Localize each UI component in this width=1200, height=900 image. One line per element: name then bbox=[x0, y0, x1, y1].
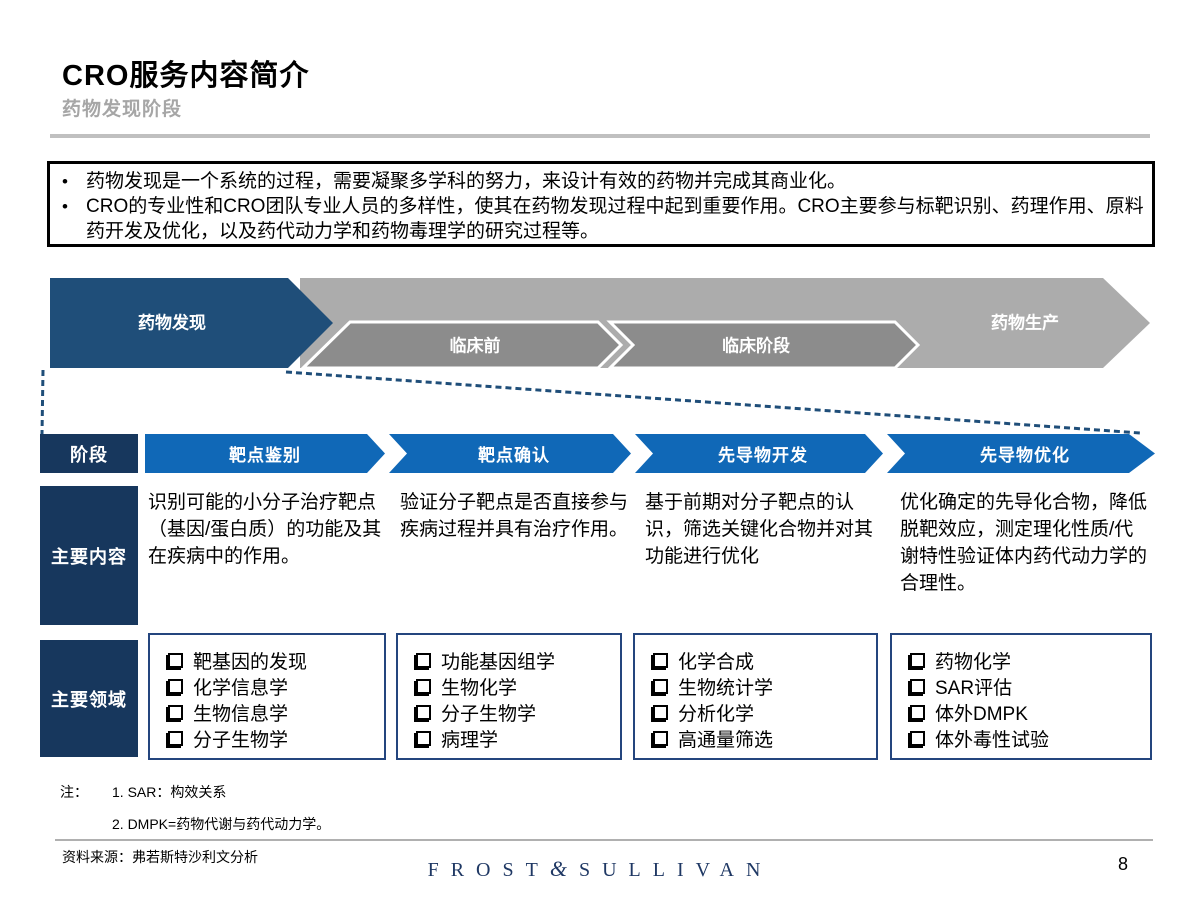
logo-ampersand-icon: & bbox=[549, 856, 579, 881]
row-header-content: 主要内容 bbox=[40, 486, 138, 625]
domain-item: SAR评估 bbox=[908, 673, 1150, 699]
logo-text-frost: FROST bbox=[427, 859, 550, 881]
checkbox-icon bbox=[653, 678, 668, 694]
process-flow-diagram: 药物发现 临床前 临床阶段 药物生产 bbox=[40, 278, 1150, 435]
flow-label-preclinical: 临床前 bbox=[450, 336, 501, 356]
intro-bullet: • 药物发现是一个系统的过程，需要凝聚多学科的努力，来设计有效的药物并完成其商业… bbox=[62, 169, 1144, 194]
domain-item-label: 靶基因的发现 bbox=[193, 651, 308, 673]
intro-text-box: • 药物发现是一个系统的过程，需要凝聚多学科的努力，来设计有效的药物并完成其商业… bbox=[47, 161, 1155, 247]
note-item: 1. SAR：构效关系 bbox=[112, 784, 227, 800]
checkbox-icon bbox=[416, 704, 431, 720]
domain-item-label: 病理学 bbox=[441, 729, 499, 751]
intro-bullet: • CRO的专业性和CRO团队专业人员的多样性，使其在药物发现过程中起到重要作用… bbox=[62, 194, 1144, 244]
page-title: CRO服务内容简介 bbox=[62, 60, 310, 92]
domain-item-label: 体外毒性试验 bbox=[935, 729, 1050, 751]
content-cell: 验证分子靶点是否直接参与疾病过程并具有治疗作用。 bbox=[400, 492, 629, 540]
checkbox-icon bbox=[168, 678, 183, 694]
domain-item: 靶基因的发现 bbox=[166, 647, 384, 673]
intro-bullet-text: CRO的专业性和CRO团队专业人员的多样性，使其在药物发现过程中起到重要作用。C… bbox=[86, 196, 1144, 242]
domain-item: 体外DMPK bbox=[908, 699, 1150, 725]
flow-label-drug-production: 药物生产 bbox=[991, 313, 1059, 333]
domain-item-label: 分子生物学 bbox=[441, 703, 537, 725]
domain-item: 化学合成 bbox=[651, 647, 876, 673]
domain-item: 功能基因组学 bbox=[414, 647, 620, 673]
row-header-domain: 主要领域 bbox=[40, 640, 138, 757]
checkbox-icon bbox=[653, 652, 668, 668]
checkbox-icon bbox=[416, 678, 431, 694]
domain-item-label: 生物化学 bbox=[441, 677, 518, 699]
stage-arrow-target-identification: 靶点鉴别 bbox=[145, 434, 385, 473]
domain-item-label: 生物统计学 bbox=[678, 677, 774, 699]
checkbox-icon bbox=[653, 704, 668, 720]
domain-item: 分析化学 bbox=[651, 699, 876, 725]
checkbox-icon bbox=[910, 704, 925, 720]
checkbox-icon bbox=[168, 652, 183, 668]
flow-arrow-drug-discovery bbox=[50, 278, 333, 368]
checkbox-icon bbox=[168, 704, 183, 720]
checkbox-icon bbox=[910, 652, 925, 668]
logo-text-sullivan: SULLIVAN bbox=[578, 859, 773, 881]
domain-item: 生物信息学 bbox=[166, 699, 384, 725]
checkbox-icon bbox=[416, 652, 431, 668]
domain-box: 化学合成 生物统计学 分析化学 高通量筛选 bbox=[633, 633, 878, 760]
row-header-stage: 阶段 bbox=[40, 434, 138, 473]
domain-item: 高通量筛选 bbox=[651, 725, 876, 751]
frost-sullivan-logo: FROST&SULLIVAN bbox=[0, 856, 1200, 882]
bullet-icon: • bbox=[62, 197, 68, 216]
domain-item: 药物化学 bbox=[908, 647, 1150, 673]
domain-item-label: 分子生物学 bbox=[193, 729, 289, 751]
checkbox-icon bbox=[168, 730, 183, 746]
checkbox-icon bbox=[653, 730, 668, 746]
domain-item-label: SAR评估 bbox=[935, 677, 1013, 699]
domain-item-label: 化学合成 bbox=[678, 651, 755, 673]
flow-arrow-clinical bbox=[606, 320, 921, 370]
intro-bullet-text: 药物发现是一个系统的过程，需要凝聚多学科的努力，来设计有效的药物并完成其商业化。 bbox=[86, 171, 847, 192]
domain-item: 分子生物学 bbox=[414, 699, 620, 725]
checkbox-icon bbox=[416, 730, 431, 746]
domain-item-label: 高通量筛选 bbox=[678, 729, 774, 751]
domain-item: 化学信息学 bbox=[166, 673, 384, 699]
domain-item-label: 化学信息学 bbox=[193, 677, 289, 699]
bullet-icon: • bbox=[62, 172, 68, 191]
domain-item-label: 生物信息学 bbox=[193, 703, 289, 725]
flow-arrow-preclinical bbox=[299, 320, 624, 370]
footer-divider bbox=[55, 839, 1153, 841]
source-text: 资料来源：弗若斯特沙利文分析 bbox=[62, 849, 258, 865]
domain-box: 药物化学 SAR评估 体外DMPK 体外毒性试验 bbox=[890, 633, 1152, 760]
flow-label-clinical: 临床阶段 bbox=[722, 336, 790, 356]
page-subtitle: 药物发现阶段 bbox=[62, 99, 183, 120]
expansion-dashed-line-diagonal bbox=[285, 370, 1141, 435]
stage-arrow-lead-development: 先导物开发 bbox=[635, 434, 883, 473]
domain-item: 病理学 bbox=[414, 725, 620, 751]
expansion-dashed-line-left bbox=[40, 369, 45, 435]
domain-item: 生物统计学 bbox=[651, 673, 876, 699]
domain-item: 体外毒性试验 bbox=[908, 725, 1150, 751]
flow-label-drug-discovery: 药物发现 bbox=[138, 313, 206, 333]
domain-item-label: 功能基因组学 bbox=[441, 651, 556, 673]
domain-box: 靶基因的发现 化学信息学 生物信息学 分子生物学 bbox=[148, 633, 386, 760]
domain-box: 功能基因组学 生物化学 分子生物学 病理学 bbox=[396, 633, 622, 760]
note-item: 2. DMPK=药物代谢与药代动力学。 bbox=[112, 816, 331, 832]
domain-item: 分子生物学 bbox=[166, 725, 384, 751]
notes-label: 注： bbox=[60, 784, 88, 800]
stage-arrow-target-validation: 靶点确认 bbox=[389, 434, 631, 473]
content-cell: 识别可能的小分子治疗靶点（基因/蛋白质）的功能及其在疾病中的作用。 bbox=[148, 492, 382, 567]
title-divider bbox=[50, 134, 1150, 138]
domain-item-label: 体外DMPK bbox=[935, 703, 1028, 725]
content-cell: 优化确定的先导化合物，降低脱靶效应，测定理化性质/代谢特性验证体内药代动力学的合… bbox=[900, 492, 1148, 594]
checkbox-icon bbox=[910, 730, 925, 746]
domain-item: 生物化学 bbox=[414, 673, 620, 699]
checkbox-icon bbox=[910, 678, 925, 694]
content-cell: 基于前期对分子靶点的认识，筛选关键化合物并对其功能进行优化 bbox=[645, 492, 874, 567]
domain-item-label: 药物化学 bbox=[935, 651, 1012, 673]
stage-arrow-lead-optimization: 先导物优化 bbox=[887, 434, 1155, 473]
page-number: 8 bbox=[1118, 854, 1129, 874]
domain-item-label: 分析化学 bbox=[678, 703, 755, 725]
